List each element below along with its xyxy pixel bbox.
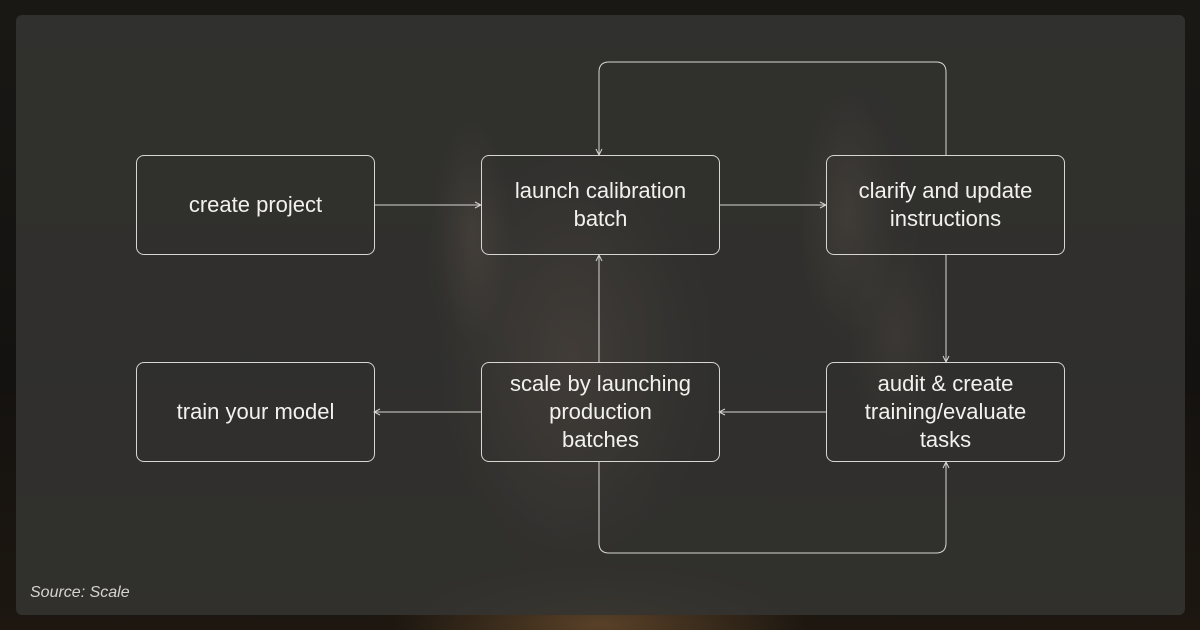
node-audit-create-tasks: audit & create training/evaluate tasks — [826, 362, 1065, 462]
diagram-panel — [16, 15, 1185, 615]
node-create-project: create project — [136, 155, 375, 255]
node-scale-production-batches: scale by launching production batches — [481, 362, 720, 462]
node-clarify-update-instructions: clarify and update instructions — [826, 155, 1065, 255]
blurred-hand-image — [16, 15, 1185, 615]
source-caption: Source: Scale — [30, 584, 130, 601]
edge-clarify-loop-to-launch — [599, 61, 947, 155]
edge-scale-loop-to-audit — [598, 462, 946, 554]
node-train-your-model: train your model — [136, 362, 375, 462]
node-launch-calibration-batch: launch calibration batch — [481, 155, 720, 255]
